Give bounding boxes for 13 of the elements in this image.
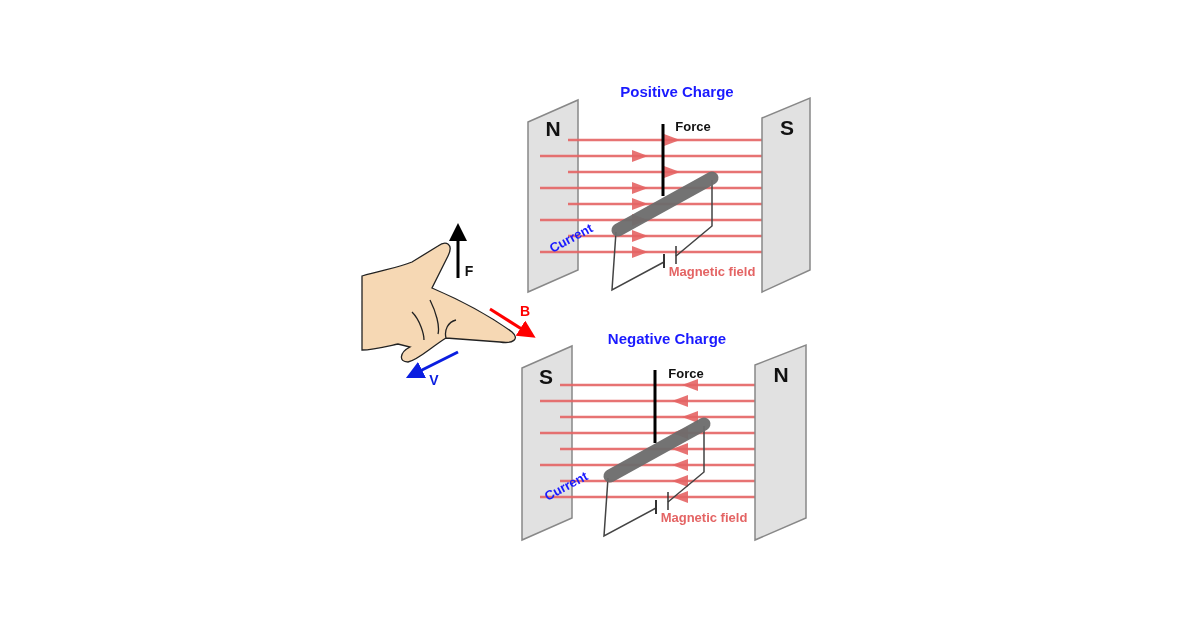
force-label: Force bbox=[675, 118, 711, 134]
axis-letter: B bbox=[519, 303, 531, 319]
pole-label: S bbox=[780, 116, 794, 140]
panel-title: Negative Charge bbox=[607, 329, 727, 347]
pole-label: S bbox=[539, 365, 553, 389]
force-label: Force bbox=[668, 365, 704, 381]
axis-letter: V bbox=[429, 372, 439, 388]
field-label: Magnetic field bbox=[660, 509, 748, 525]
axis-letter: F bbox=[464, 263, 474, 279]
pole-label: N bbox=[773, 363, 789, 387]
field-label: Magnetic field bbox=[668, 263, 756, 279]
panel-title: Positive Charge bbox=[620, 82, 734, 100]
pole-label: N bbox=[545, 117, 561, 141]
